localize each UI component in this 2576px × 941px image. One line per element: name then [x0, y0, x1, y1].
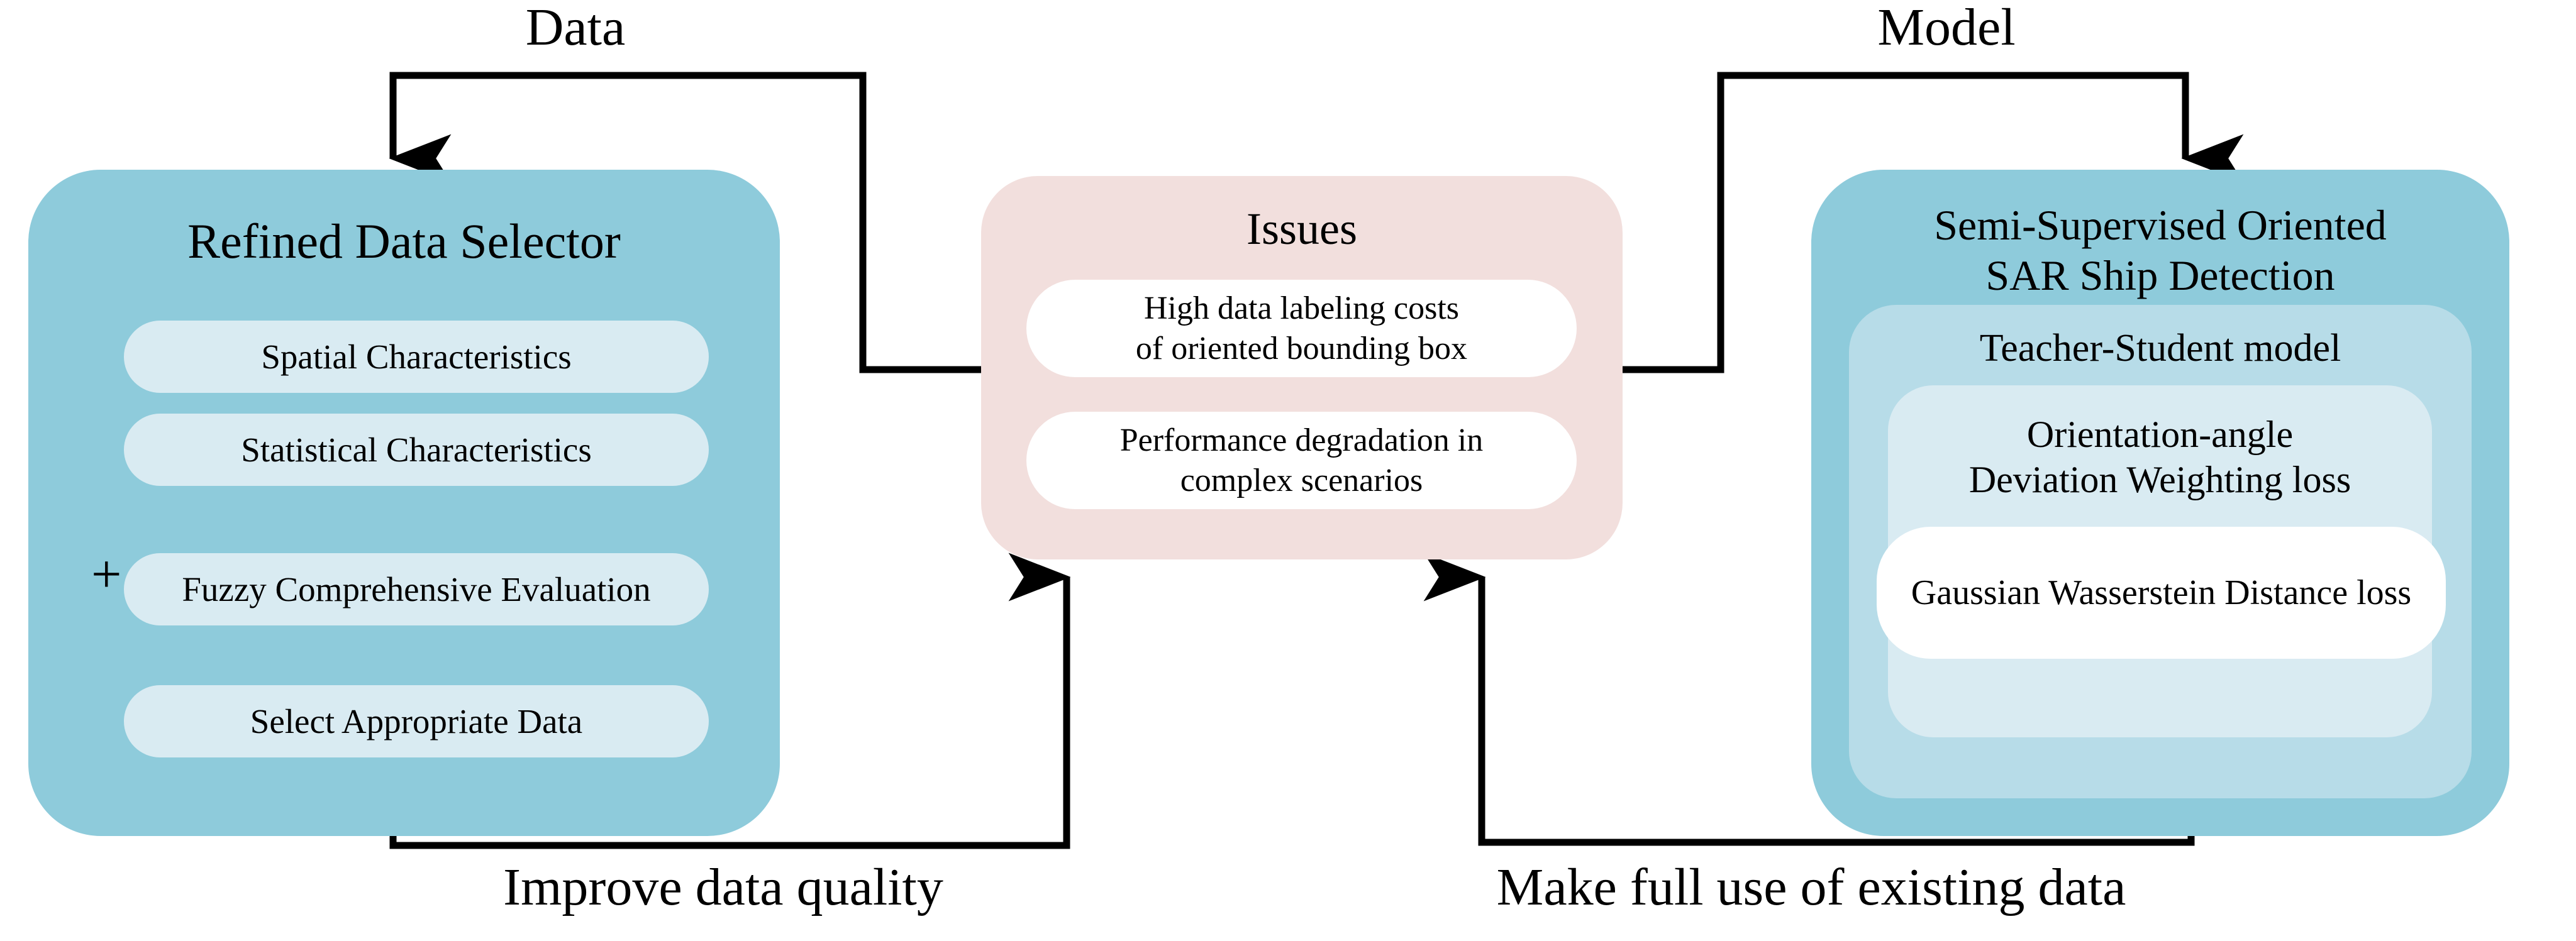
connector-data-arrow [389, 72, 981, 373]
edge-label-data: Data [525, 0, 626, 57]
edge-label-model: Model [1877, 0, 2016, 57]
issue-text-line2: complex scenarios [1180, 462, 1423, 498]
semi-supervised-oriented-sar-ship-detection-panel: Semi-Supervised Oriented SAR Ship Detect… [1811, 170, 2509, 836]
oadw-title-line2: Deviation Weighting loss [1968, 459, 2351, 500]
semi-supervised-title-line2: SAR Ship Detection [1985, 251, 2335, 300]
step-label: Spatial Characteristics [261, 338, 572, 376]
orientation-angle-deviation-weighting-loss-title: Orientation-angle Deviation Weighting lo… [1888, 412, 2432, 502]
connector-model-arrow [1623, 72, 2244, 373]
plus-icon: + [91, 544, 122, 604]
step-spatial-characteristics[interactable]: Spatial Characteristics [124, 321, 709, 393]
issue-card-high-data-labeling-costs[interactable]: High data labeling costs of oriented bou… [1026, 280, 1577, 377]
gaussian-wasserstein-distance-loss-card[interactable]: Gaussian Wasserstein Distance loss [1877, 527, 2446, 659]
orientation-angle-deviation-weighting-loss-block[interactable]: Orientation-angle Deviation Weighting lo… [1877, 385, 2446, 737]
teacher-student-model-title: Teacher-Student model [1979, 327, 2341, 370]
edge-label-improve-data-quality: Improve data quality [503, 858, 943, 916]
issue-text-line1: Performance degradation in [1119, 422, 1484, 459]
issues-panel: Issues High data labeling costs of orien… [981, 176, 1623, 559]
issues-title: Issues [1246, 204, 1357, 254]
issue-text-line1: High data labeling costs [1143, 290, 1460, 327]
step-select-appropriate-data[interactable]: Select Appropriate Data [124, 685, 709, 757]
step-label: Fuzzy Comprehensive Evaluation [182, 570, 651, 608]
connector-improve-data-quality-arrow [389, 553, 1071, 849]
connector-make-full-use-arrow [1423, 553, 2195, 846]
issue-text: High data labeling costs of oriented bou… [1136, 289, 1467, 368]
step-label: Statistical Characteristics [241, 431, 592, 469]
issue-text: Performance degradation in complex scena… [1120, 421, 1484, 500]
oadw-title-line1: Orientation-angle [2026, 414, 2294, 455]
semi-supervised-title-line1: Semi-Supervised Oriented [1934, 201, 2387, 249]
refined-data-selector-panel: Refined Data Selector + Spatial Characte… [28, 170, 780, 836]
gwd-label: Gaussian Wasserstein Distance loss [1911, 573, 2412, 612]
semi-supervised-title: Semi-Supervised Oriented SAR Ship Detect… [1811, 200, 2509, 300]
issue-card-performance-degradation[interactable]: Performance degradation in complex scena… [1026, 412, 1577, 509]
step-fuzzy-comprehensive-evaluation[interactable]: Fuzzy Comprehensive Evaluation [124, 553, 709, 625]
edge-label-make-full-use: Make full use of existing data [1496, 858, 2126, 916]
refined-data-selector-title: Refined Data Selector [187, 214, 621, 268]
issue-text-line2: of oriented bounding box [1135, 330, 1468, 366]
step-label: Select Appropriate Data [250, 702, 583, 740]
step-statistical-characteristics[interactable]: Statistical Characteristics [124, 414, 709, 486]
teacher-student-model-block[interactable]: Teacher-Student model Orientation-angle … [1849, 305, 2472, 798]
